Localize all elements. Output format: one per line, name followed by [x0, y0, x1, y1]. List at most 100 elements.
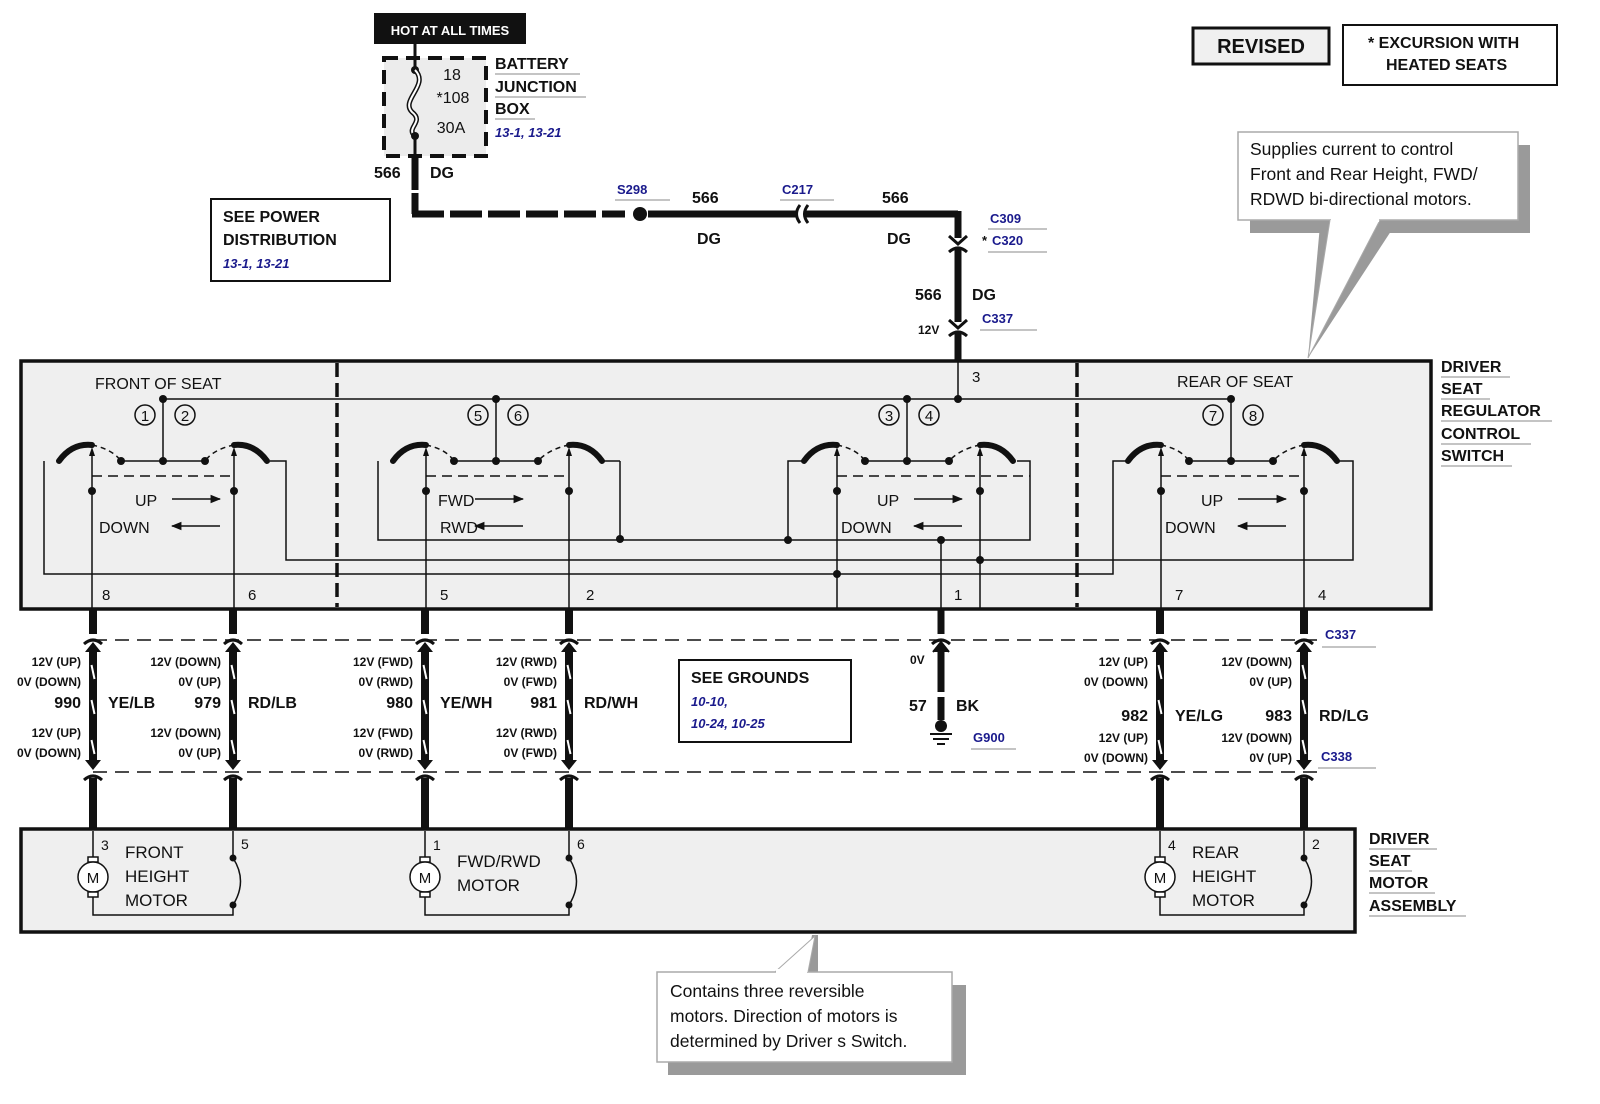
switch-direction-label: DOWN	[841, 520, 892, 537]
control-switch-title-2: SEAT	[1441, 381, 1483, 398]
fuse-number: 18	[443, 67, 461, 84]
seat-motor-assembly	[19, 827, 1357, 934]
bjb-refs-link[interactable]: 13-1, 13-21	[495, 125, 562, 140]
switch-position-4: 4	[918, 404, 940, 426]
wire-voltage-state: 0V (DOWN)	[17, 746, 81, 760]
wire-566-color-b: DG	[887, 231, 911, 248]
bjb-circuit-number: 566	[374, 165, 401, 182]
motor-pin: 3	[101, 837, 109, 853]
revised-label: REVISED	[1217, 36, 1305, 58]
switch-pin-numbers: 8 6 5 2 1 7 4	[102, 587, 1326, 604]
switch-pin-1: 1	[954, 587, 962, 604]
see-power-distribution-box: SEE POWER DISTRIBUTION 13-1, 13-21	[210, 198, 391, 282]
grounds-ref-1-link[interactable]: 10-10,	[691, 694, 728, 709]
switch-pin-5: 5	[440, 587, 448, 604]
connector-c309-label[interactable]: C309	[990, 211, 1021, 226]
ground-g900-label[interactable]: G900	[973, 730, 1005, 745]
connector-c320-label[interactable]: C320	[992, 233, 1023, 248]
connector-c338-label[interactable]: C338	[1321, 749, 1352, 764]
wire-circuit-number: 981	[530, 695, 557, 712]
wire-color-code: YE/WH	[440, 695, 492, 712]
callout-bottom-line3: determined by Driver s Switch.	[670, 1031, 907, 1051]
excursion-note-line2: HEATED SEATS	[1386, 57, 1508, 74]
grounds-ref-2-link[interactable]: 10-24, 10-25	[691, 716, 765, 731]
ground-wire-57: 0V 57 BK G900	[909, 609, 1016, 750]
excursion-note: * EXCURSION WITH HEATED SEATS	[1342, 24, 1558, 86]
revised-badge: REVISED	[1191, 26, 1331, 66]
motor-pin: 2	[1312, 836, 1320, 852]
bjb-label-1: BATTERY	[495, 56, 569, 73]
callout-supplies-current: Supplies current to control Front and Re…	[1237, 131, 1530, 359]
connector-c337-top-label[interactable]: C337	[982, 311, 1013, 326]
switch-position-3: 3	[878, 404, 900, 426]
switch-direction-label: FWD	[438, 493, 474, 510]
switch-direction-label: DOWN	[1165, 520, 1216, 537]
wire-voltage-state: 0V (DOWN)	[17, 675, 81, 689]
switch-pin-3: 3	[972, 369, 980, 386]
power-dist-line2: DISTRIBUTION	[223, 232, 337, 249]
power-dist-refs-link[interactable]: 13-1, 13-21	[223, 256, 290, 271]
wire-circuit-number: 979	[194, 695, 221, 712]
wire-voltage-state: 12V (DOWN)	[1221, 655, 1292, 669]
wire-566-color-c: DG	[972, 287, 996, 304]
motor-assembly-title-3: MOTOR	[1369, 875, 1429, 892]
wire-voltage-state: 12V (FWD)	[353, 655, 413, 669]
excursion-note-line1: * EXCURSION WITH	[1368, 35, 1519, 52]
control-switch-title-5: SWITCH	[1441, 448, 1504, 465]
bjb-label-3: BOX	[495, 101, 530, 118]
wire-voltage-state: 12V (UP)	[1099, 731, 1148, 745]
wire-voltage-state: 12V (UP)	[1099, 655, 1148, 669]
switch-direction-label: RWD	[440, 520, 478, 537]
wire-color-code: RD/LG	[1319, 708, 1369, 725]
battery-junction-box: 18 *108 30A BATTERY JUNCTION BOX 13-1, 1…	[382, 44, 586, 158]
wire-voltage-state: 12V (DOWN)	[150, 655, 221, 669]
wire-voltage-state: 0V (RWD)	[359, 746, 413, 760]
wire-566-number-c: 566	[915, 287, 942, 304]
motor-icon: M	[409, 861, 441, 893]
switch-position-2: 2	[174, 404, 196, 426]
connector-c337-label[interactable]: C337	[1325, 627, 1356, 642]
switch-pin-2: 2	[586, 587, 594, 604]
control-switch-title-1: DRIVER	[1441, 359, 1502, 376]
callout-bottom-line1: Contains three reversible	[670, 981, 865, 1001]
motor-assembly-title-1: DRIVER	[1369, 831, 1430, 848]
rear-of-seat-label: REAR OF SEAT	[1177, 374, 1293, 391]
wire-color-code: YE/LB	[108, 695, 155, 712]
wire-voltage-state: 12V (UP)	[32, 726, 81, 740]
motor-icon: M	[77, 861, 109, 893]
seat-regulator-control-switch: FRONT OF SEAT REAR OF SEAT 3	[19, 359, 1433, 611]
wire-566-number-a: 566	[692, 190, 719, 207]
hot-at-all-times-banner: HOT AT ALL TIMES	[374, 13, 526, 44]
svg-text:8: 8	[1249, 408, 1257, 425]
wire-circuit-number: 982	[1121, 708, 1148, 725]
switch-position-6: 6	[507, 404, 529, 426]
splice-s298	[633, 207, 647, 221]
wire-voltage-state: 12V (RWD)	[496, 726, 557, 740]
switch-position-1: 1	[134, 404, 156, 426]
wire-circuit-number: 980	[386, 695, 413, 712]
motor-label: FRONT	[125, 843, 184, 862]
svg-text:3: 3	[885, 408, 893, 425]
bjb-circuit-color: DG	[430, 165, 454, 182]
bjb-label-2: JUNCTION	[495, 79, 577, 96]
wire-voltage-state: 12V (RWD)	[496, 655, 557, 669]
callout-top-line2: Front and Rear Height, FWD/	[1250, 164, 1478, 184]
splice-s298-label[interactable]: S298	[617, 182, 647, 197]
motor-pin: 1	[433, 837, 441, 853]
control-switch-title-3: REGULATOR	[1441, 403, 1541, 420]
wire-voltage-state: 0V (FWD)	[504, 675, 557, 689]
svg-text:M: M	[1154, 870, 1167, 887]
wire-color-code: RD/LB	[248, 695, 297, 712]
connector-c217-label[interactable]: C217	[782, 182, 813, 197]
